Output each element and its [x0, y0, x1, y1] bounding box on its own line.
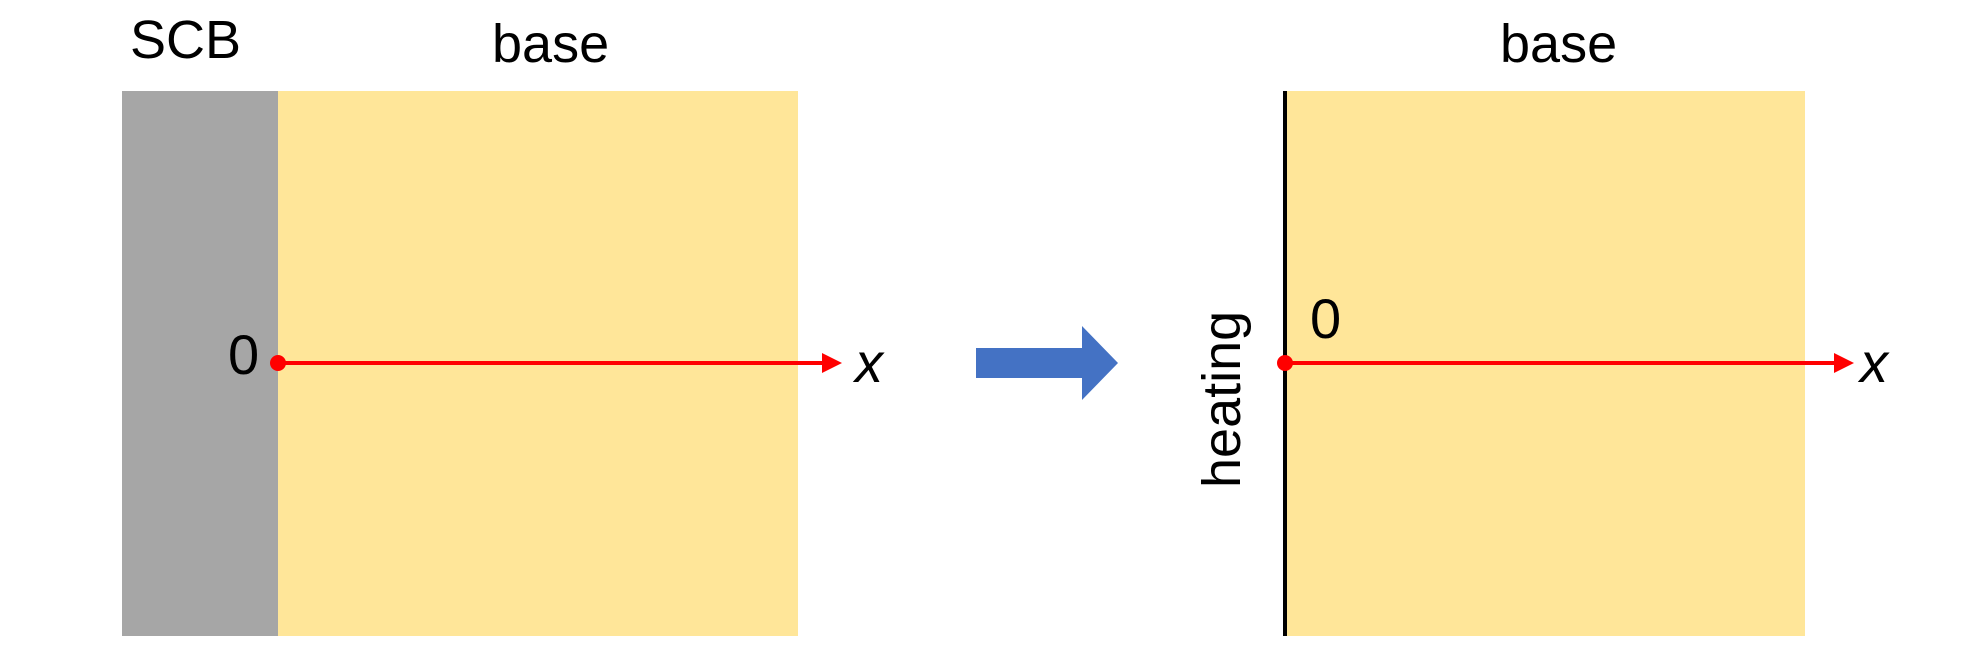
- origin-label-right: 0: [1310, 287, 1341, 350]
- x-axis-arrowhead-left: [822, 353, 842, 373]
- heating-label: heating: [1192, 311, 1252, 488]
- left-panel: SCB base 0 x: [122, 10, 885, 636]
- origin-point-left: [270, 355, 286, 371]
- base-label-right: base: [1500, 14, 1617, 74]
- right-panel: base heating 0 x: [1192, 14, 1890, 636]
- scb-label: SCB: [130, 10, 241, 70]
- origin-label-left: 0: [228, 323, 259, 386]
- transition-arrow: [976, 326, 1118, 400]
- origin-point-right: [1277, 355, 1293, 371]
- x-axis-arrowhead-right: [1834, 353, 1854, 373]
- x-axis-label-right: x: [1857, 331, 1890, 394]
- scb-region: [122, 91, 278, 636]
- base-label-left: base: [492, 14, 609, 74]
- x-axis-label-left: x: [852, 331, 885, 394]
